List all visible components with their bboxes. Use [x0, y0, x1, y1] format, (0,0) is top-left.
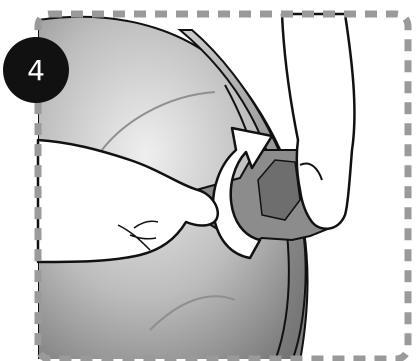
step-number-badge: 4	[3, 37, 69, 103]
